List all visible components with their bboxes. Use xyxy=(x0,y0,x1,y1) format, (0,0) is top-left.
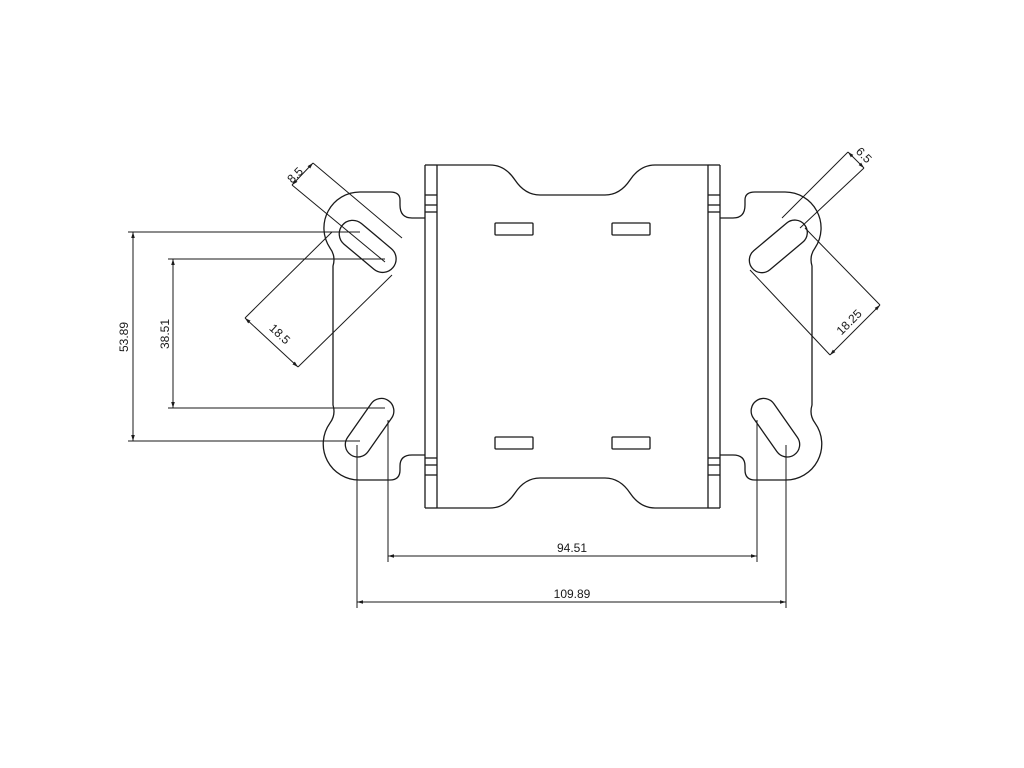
dim-6-5: 6.5 xyxy=(853,144,875,166)
dim-38-51: 38.51 xyxy=(158,319,172,349)
center-plate xyxy=(424,164,721,509)
left-bracket xyxy=(322,191,425,481)
dim-94-51: 94.51 xyxy=(557,541,587,555)
dim-109-89: 109.89 xyxy=(554,587,591,601)
dim-53-89: 53.89 xyxy=(117,322,131,352)
right-bracket xyxy=(720,191,823,481)
dimension-lines xyxy=(128,151,881,608)
dim-8-5: 8.5 xyxy=(284,164,306,186)
dim-18-25: 18.25 xyxy=(834,306,865,337)
dim-18-5: 18.5 xyxy=(266,321,293,347)
